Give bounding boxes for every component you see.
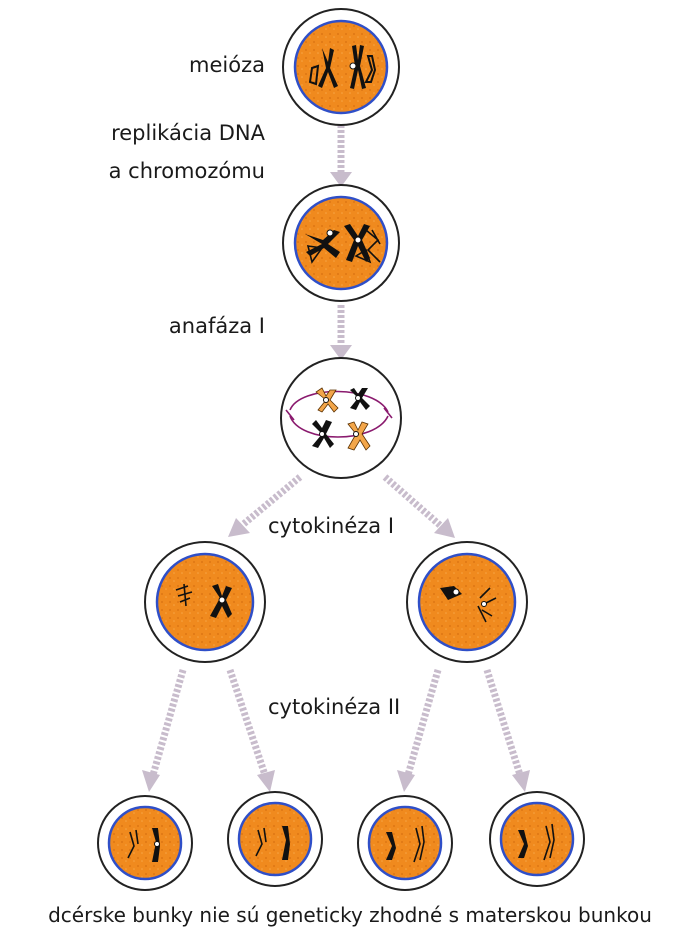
label-anaphase1: anafáza I [168,314,265,338]
cell-cytokinesis1-left [144,541,266,663]
spindle-icon [285,390,393,438]
chromosome-icon [518,830,528,858]
arrow-replication [330,125,352,187]
replicated-chromosomes-icon [305,224,381,264]
chromosome-icon [255,827,267,857]
label-cytokinesis1: cytokinéza I [268,514,395,538]
cell-cytokinesis1-right [406,541,528,663]
label-meiosis: meióza [189,53,265,77]
chromosome-icon [543,823,555,861]
cell-meiosis [282,8,400,126]
label-replication-line1: replikácia DNA [111,121,265,145]
separating-chromosomes-icon [312,387,371,451]
daughter-cell-4 [489,791,585,887]
cell-replicated [282,184,400,302]
arrow-cytokinesis1-right [382,474,455,538]
daughter-cell-2 [227,791,323,887]
label-replication-line2: a chromozómu [108,159,265,183]
chromosome-icon [127,829,139,859]
caption: dcérske bunky nie sú geneticky zhodné s … [48,903,652,927]
cell-anaphase [280,357,402,479]
arrow-cytokinesis2-d [483,668,530,792]
arrow-anaphase [330,305,352,360]
arrow-cytokinesis2-a [142,669,187,792]
daughter-cell-1 [97,795,193,891]
chromosome-pair-icon [175,583,232,618]
chromosome-pair-icon [440,586,497,623]
arrow-cytokinesis2-c [397,669,442,792]
chromosome-icon [282,826,290,860]
chromosome-icon [413,825,425,863]
label-cytokinesis2: cytokinéza II [268,695,401,719]
arrow-cytokinesis1-left [228,474,303,537]
arrow-cytokinesis2-b [226,668,275,792]
chromosome-icon [386,832,396,860]
daughter-cell-3 [357,795,453,891]
chromosome-pair-icon [308,45,377,89]
